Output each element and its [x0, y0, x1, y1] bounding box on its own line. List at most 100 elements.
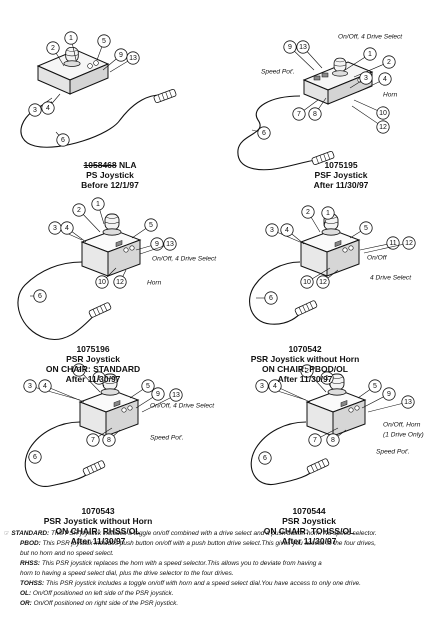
- psr-controller-box: [300, 213, 360, 277]
- callout-3: 3: [255, 379, 307, 401]
- callout-6: 6: [28, 450, 42, 464]
- callout-12: 12: [316, 269, 339, 289]
- part-number: 1058468 NLA: [83, 160, 137, 170]
- note-line: but no horn and no speed select.: [4, 549, 436, 559]
- caption-line: PSR Joystick: [66, 354, 120, 364]
- side-label: Speed Pot'.: [150, 435, 184, 442]
- part-number: 1075195: [324, 160, 358, 170]
- callout-number: 7: [297, 111, 301, 118]
- callout-number: 10: [98, 279, 106, 286]
- callout-number: 1: [97, 375, 101, 382]
- cable: [17, 261, 99, 341]
- callout-number: 1: [96, 201, 100, 208]
- cable: [237, 95, 319, 171]
- note-line: OR: On/Off positioned on right side of t…: [4, 599, 436, 609]
- note-text: but no horn and no speed select.: [20, 550, 114, 557]
- caption-line: Before 12/1/97: [81, 180, 139, 190]
- callout-number: 4: [285, 227, 289, 234]
- callout-1: 1: [320, 371, 334, 387]
- cable: [24, 421, 93, 487]
- callout-number: 3: [270, 227, 274, 234]
- callout-12: 12: [113, 269, 127, 289]
- part-number: 1075196: [76, 344, 110, 354]
- callout-number: 7: [313, 437, 317, 444]
- note-text: This PSR joystick replaces the horn with…: [41, 560, 322, 567]
- caption-line: After 11/30/97: [281, 536, 337, 546]
- callout-10: 10: [95, 267, 117, 289]
- note-line: OL: On/Off positioned on left side of th…: [4, 589, 436, 599]
- callout-12: 12: [351, 105, 390, 134]
- callout-2: 2: [353, 55, 396, 78]
- callout-number: 5: [364, 225, 368, 232]
- connector: [82, 459, 106, 477]
- callout-number: 2: [305, 368, 309, 375]
- callout-6: 6: [55, 131, 70, 147]
- note-text: On/Off positioned on left side of the PS…: [32, 590, 174, 597]
- callout-1: 1: [64, 31, 78, 61]
- note-term: OR:: [20, 600, 34, 607]
- callout-9: 9: [361, 387, 396, 409]
- callout-number: 2: [306, 209, 310, 216]
- callout-number: 7: [91, 437, 95, 444]
- callout-12: 12: [363, 236, 416, 254]
- callout-number: 1: [69, 35, 73, 42]
- callout-8: 8: [102, 429, 121, 447]
- caption-line: After 11/30/97: [277, 374, 333, 384]
- callout-number: 3: [260, 383, 264, 390]
- side-label: On/Off, 4 Drive Select: [150, 403, 215, 410]
- part-number: 1070542: [288, 344, 322, 354]
- callout-number: 13: [166, 241, 174, 248]
- callout-number: 12: [319, 279, 327, 286]
- callout-7: 7: [308, 427, 339, 447]
- callout-1: 1: [91, 197, 105, 225]
- callout-number: 4: [43, 383, 47, 390]
- callout-number: 3: [33, 107, 37, 114]
- callout-number: 3: [28, 383, 32, 390]
- callout-number: 1: [326, 210, 330, 217]
- callout-number: 6: [262, 130, 266, 137]
- callout-number: 2: [77, 367, 81, 374]
- callout-13: 13: [296, 40, 323, 69]
- note-line: TOHSS: This PSR joystick includes a togg…: [4, 579, 436, 589]
- callout-number: 9: [156, 391, 160, 398]
- note-term: STANDARD:: [11, 530, 51, 537]
- callout-2: 2: [72, 363, 101, 393]
- caption-line: PSR Joystick without Horn: [43, 516, 153, 526]
- callout-7: 7: [86, 427, 113, 447]
- callout-number: 4: [46, 105, 50, 112]
- note-term: PBOD:: [20, 540, 43, 547]
- callout-10: 10: [353, 99, 390, 120]
- caption-line: ON CHAIR: PBOD/OL: [262, 364, 348, 374]
- callout-4: 4: [41, 93, 61, 115]
- caption-line: After 11/30/97: [70, 536, 126, 546]
- cable: [249, 261, 305, 325]
- callout-7: 7: [292, 99, 319, 121]
- callout-6: 6: [258, 451, 272, 465]
- caption-line: ON CHAIR: STANDARD: [45, 364, 141, 374]
- callout-number: 3: [364, 75, 368, 82]
- callout-3: 3: [349, 71, 373, 89]
- note-text: This PSR joystick includes push button o…: [42, 540, 377, 547]
- note-term: OL:: [20, 590, 33, 597]
- connector: [294, 299, 318, 317]
- callout-4: 4: [60, 221, 87, 243]
- caption-line: PSF Joystick: [314, 170, 368, 180]
- callout-number: 1: [325, 375, 329, 382]
- side-label: On/Off, 4 Drive Select: [338, 34, 403, 41]
- side-label: Speed Pot'.: [376, 449, 410, 456]
- callout-13: 13: [141, 388, 183, 413]
- callout-2: 2: [72, 203, 101, 233]
- callout-5: 5: [357, 379, 382, 399]
- caption-line: After 11/30/97: [65, 374, 121, 384]
- callout-3: 3: [265, 223, 301, 243]
- note-text: On/Off positioned on right side of the P…: [33, 600, 179, 607]
- side-label: 4 Drive Select: [370, 275, 412, 282]
- caption-line: ON CHAIR: TOHSS/OL: [263, 526, 355, 536]
- callout-number: 6: [38, 293, 42, 300]
- callout-4: 4: [280, 223, 305, 245]
- callout-9: 9: [283, 40, 315, 71]
